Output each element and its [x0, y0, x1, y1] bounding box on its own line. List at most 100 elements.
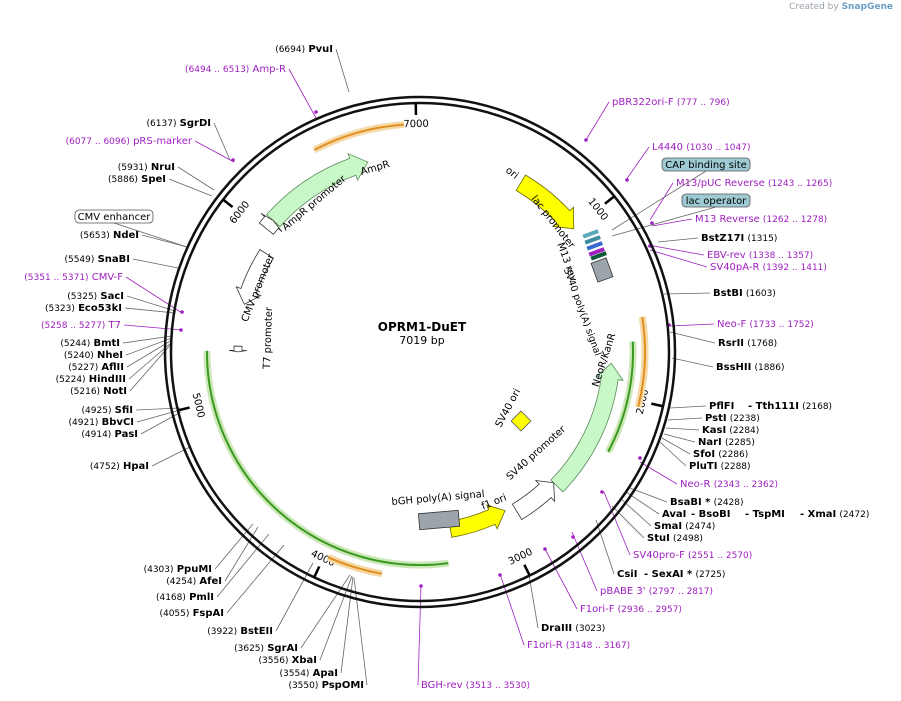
enzyme-label-16: (4752) HpaI [90, 461, 149, 472]
enzyme-site-21[interactable]: (3922) BstEII [207, 626, 273, 637]
enzyme-name-17: PpuMI [177, 564, 212, 575]
ori-arrow[interactable] [515, 174, 575, 230]
enzyme-site-16[interactable]: (4752) HpaI [90, 461, 149, 472]
t7-promoter-arrow[interactable] [228, 345, 248, 353]
primer-site-13[interactable]: pBABE 3' (2797 .. 2817) [600, 586, 713, 597]
enzyme-site-41[interactable]: - TspMI [745, 509, 785, 520]
enzyme-site-17[interactable]: (4303) PpuMI [144, 564, 212, 575]
enzyme-site-18[interactable]: (4254) AfeI [166, 576, 222, 587]
primer-site-6[interactable]: M13/pUC Reverse (1243 .. 1265) [676, 178, 832, 189]
primer-coord-6: (1243 .. 1265) [768, 179, 832, 189]
enzyme-site-6[interactable]: (5325) SacI [67, 291, 124, 302]
boxed-label-2[interactable]: lac operator [681, 193, 751, 208]
primer-site-7[interactable]: M13 Reverse (1262 .. 1278) [695, 214, 827, 225]
primer-site-14[interactable]: F1ori-F (2936 .. 2957) [580, 604, 682, 615]
primer-site-1[interactable]: (6077 .. 6096) pRS-marker [66, 136, 193, 147]
enzyme-site-40[interactable]: - BsoBI [691, 509, 730, 520]
ampr-promoter-arrow[interactable] [258, 213, 283, 235]
enzyme-site-14[interactable]: (4921) BbvCI [69, 417, 134, 428]
boxed-label-1[interactable]: CAP binding site [661, 157, 751, 172]
enzyme-site-11[interactable]: (5224) HindIII [56, 374, 126, 385]
enzyme-site-24[interactable]: (3554) ApaI [280, 668, 339, 679]
enzyme-site-23[interactable]: (3556) XbaI [259, 655, 317, 666]
primer-site-12[interactable]: SV40pro-F (2551 .. 2570) [633, 550, 752, 561]
primer-site-5[interactable]: L4440 (1030 .. 1047) [652, 142, 751, 153]
primer-site-8[interactable]: EBV-rev (1338 .. 1357) [707, 250, 813, 261]
enzyme-site-28[interactable]: BstBI (1603) [713, 288, 776, 299]
primer-site-0[interactable]: (6494 .. 6513) Amp-R [185, 64, 286, 75]
enzyme-site-29[interactable]: RsrII (1768) [718, 338, 777, 349]
primer-label-7: M13 Reverse (1262 .. 1278) [695, 214, 827, 225]
primer-site-16[interactable]: BGH-rev (3513 .. 3530) [421, 680, 530, 691]
primer-site-10[interactable]: Neo-F (1733 .. 1752) [717, 319, 814, 330]
sv40-promoter-arrow[interactable] [511, 479, 556, 521]
enzyme-name-43: SmaI [654, 521, 682, 532]
enzyme-site-15[interactable]: (4914) PasI [81, 429, 138, 440]
enzyme-site-9[interactable]: (5240) NheI [64, 350, 123, 361]
primer-site-4[interactable]: pBR322ori-F (777 .. 796) [612, 97, 730, 108]
enzyme-coord-7: (5323) [45, 304, 75, 314]
enzyme-site-39[interactable]: AvaI [662, 509, 686, 520]
primer-leader-5 [625, 146, 650, 181]
enzyme-site-30[interactable]: BssHII (1886) [716, 362, 784, 373]
sv40-polya-block[interactable] [590, 257, 614, 283]
enzyme-name-18: AfeI [199, 576, 222, 587]
enzyme-site-25[interactable]: (3550) PspOMI [288, 680, 364, 691]
enzyme-site-37[interactable]: PluTI (2288) [689, 461, 751, 472]
enzyme-site-12[interactable]: (5216) NotI [70, 386, 127, 397]
primer-mark-10 [600, 490, 604, 494]
enzyme-site-26[interactable]: DraIII (3023) [541, 623, 605, 634]
boxed-label-0[interactable]: CMV enhancer [74, 209, 154, 224]
enzyme-name-26: DraIII [541, 623, 572, 634]
enzyme-site-32[interactable]: - Tth111I (2168) [748, 401, 832, 412]
enzyme-site-1[interactable]: (6137) SgrDI [147, 118, 211, 129]
enzyme-site-43[interactable]: SmaI (2474) [654, 521, 715, 532]
primer-label-11: Neo-R (2343 .. 2362) [680, 479, 778, 490]
bgh-polya-block[interactable] [417, 509, 461, 531]
primer-site-11[interactable]: Neo-R (2343 .. 2362) [680, 479, 778, 490]
enzyme-leader-28 [663, 292, 711, 295]
enzyme-site-5[interactable]: (5549) SnaBI [64, 254, 130, 265]
enzyme-coord-3: (5886) [108, 175, 138, 185]
enzyme-coord-8: (5244) [60, 339, 90, 349]
enzyme-site-46[interactable]: - SexAI * (2725) [644, 569, 725, 580]
enzyme-coord-43: (2474) [685, 522, 715, 532]
enzyme-site-35[interactable]: NarI (2285) [698, 437, 755, 448]
enzyme-site-44[interactable]: StuI (2498) [647, 533, 703, 544]
enzyme-site-7[interactable]: (5323) Eco53kI [45, 303, 122, 314]
enzyme-site-42[interactable]: - XmaI (2472) [800, 509, 869, 520]
enzyme-leader-38 [629, 487, 668, 503]
enzyme-site-36[interactable]: SfoI (2286) [693, 449, 748, 460]
primer-site-2[interactable]: (5351 .. 5371) CMV-F [24, 272, 123, 283]
ampr-arrow[interactable] [265, 152, 369, 228]
enzyme-site-8[interactable]: (5244) BmtI [60, 338, 120, 349]
cmv-promoter-arrow[interactable] [235, 249, 274, 305]
enzyme-site-27[interactable]: BstZ17I (1315) [701, 233, 777, 244]
neor-kanr-arrow[interactable] [550, 362, 624, 493]
primer-coord-9: (1392 .. 1411) [763, 263, 827, 273]
primer-site-9[interactable]: SV40pA-R (1392 .. 1411) [710, 262, 827, 273]
enzyme-site-0[interactable]: (6694) PvuI [275, 44, 333, 55]
enzyme-site-22[interactable]: (3625) SgrAI [234, 643, 298, 654]
f1-ori-arrow[interactable] [448, 504, 506, 538]
enzyme-site-13[interactable]: (4925) SfiI [82, 405, 133, 416]
enzyme-site-3[interactable]: (5886) SpeI [108, 174, 166, 185]
enzyme-site-45[interactable]: CsiI [617, 569, 637, 580]
enzyme-site-31[interactable]: PflFI [709, 401, 734, 412]
enzyme-label-10: (5227) AflII [68, 362, 124, 373]
enzyme-label-39: AvaI [662, 509, 686, 520]
enzyme-site-10[interactable]: (5227) AflII [68, 362, 124, 373]
enzyme-site-34[interactable]: KasI (2284) [702, 425, 759, 436]
enzyme-site-19[interactable]: (4168) PmlI [156, 592, 214, 603]
amp-region-arc [313, 123, 404, 151]
enzyme-site-2[interactable]: (5931) NruI [118, 162, 175, 173]
primer-label-5: L4440 (1030 .. 1047) [652, 142, 751, 153]
enzyme-site-38[interactable]: BsaBI * (2428) [670, 497, 744, 508]
primer-site-15[interactable]: F1ori-R (3148 .. 3167) [527, 640, 630, 651]
enzyme-coord-9: (5240) [64, 351, 94, 361]
enzyme-site-20[interactable]: (4055) FspAI [159, 608, 224, 619]
enzyme-site-4[interactable]: (5653) NdeI [80, 230, 139, 241]
enzyme-site-33[interactable]: PstI (2238) [705, 413, 760, 424]
sv40-ori-diamond[interactable] [510, 410, 532, 432]
primer-site-3[interactable]: (5258 .. 5277) T7 [41, 320, 121, 331]
